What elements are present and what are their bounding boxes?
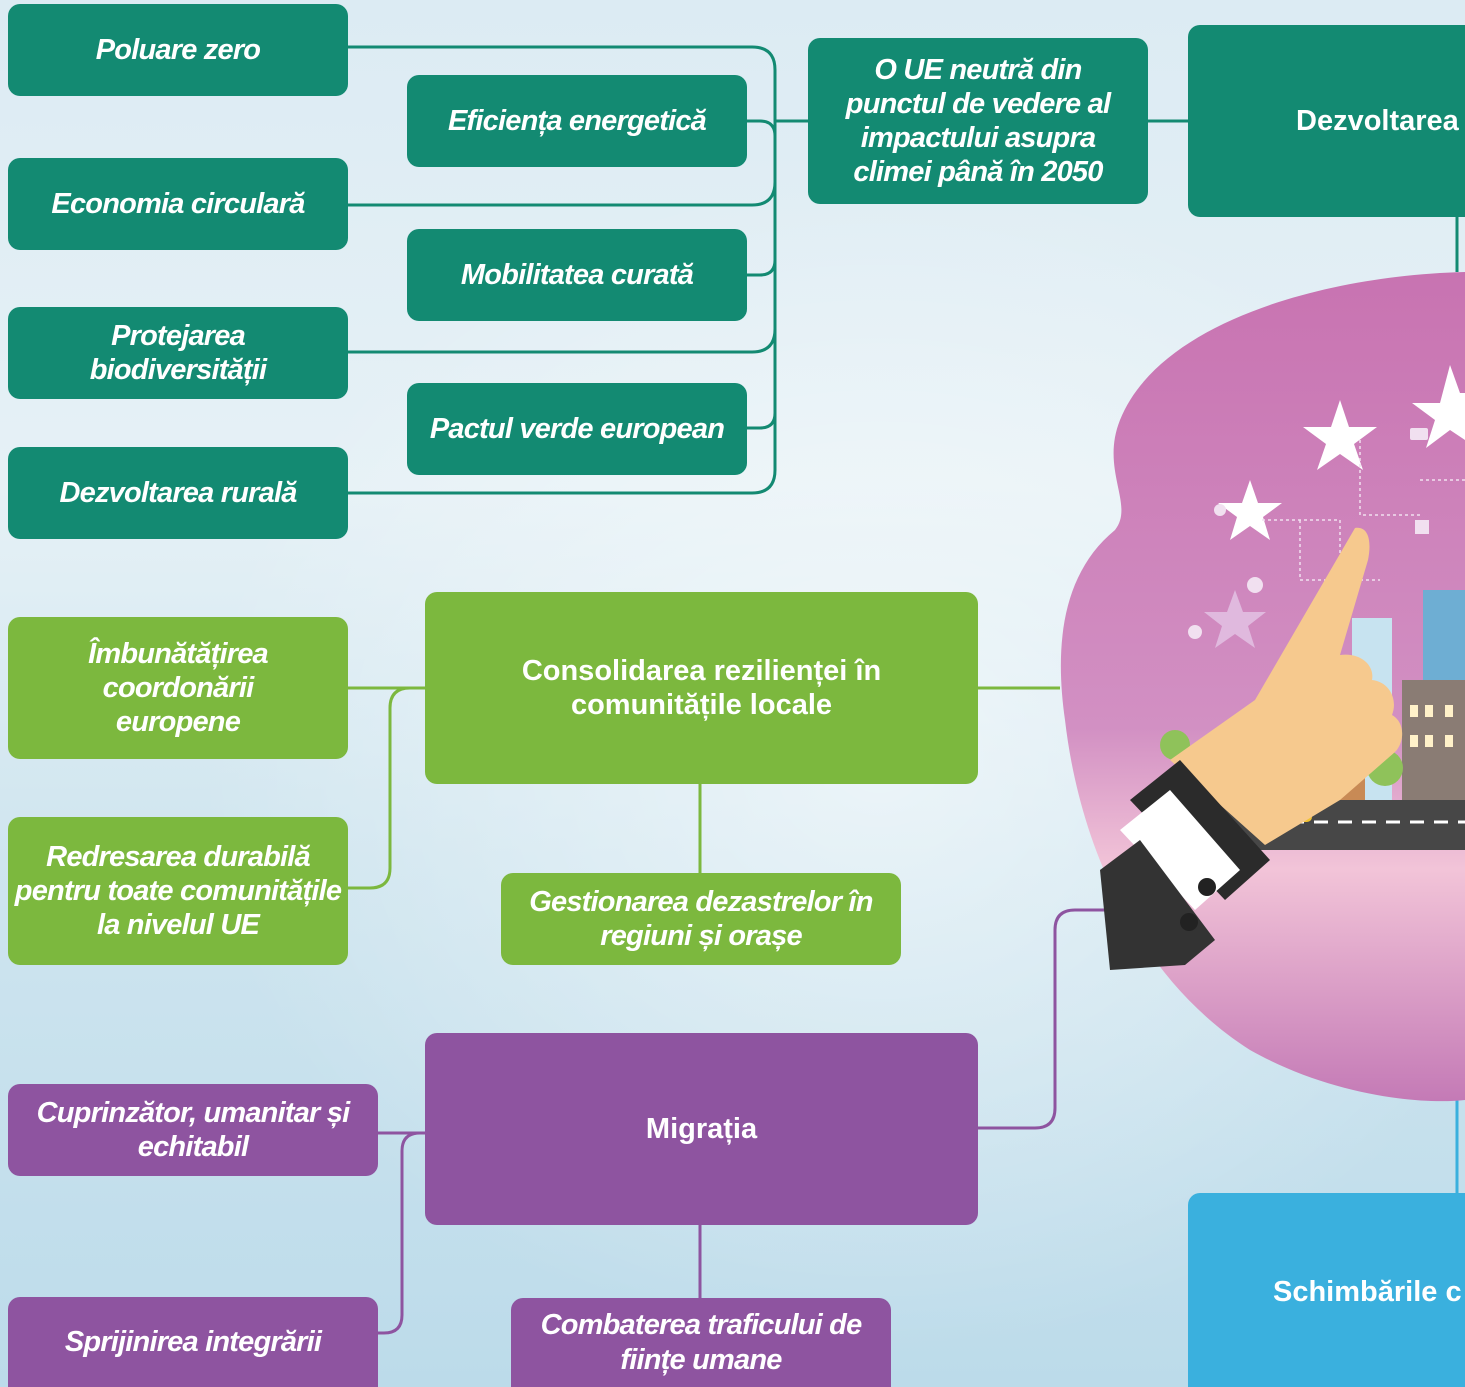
node-schimbarile-climatice: Schimbările c: [1188, 1193, 1465, 1387]
node-combaterea-traficului: Combaterea traficului de ființe umane: [511, 1298, 891, 1387]
node-imbunatatirea-coordonarii: Îmbunătățirea coordonării europene: [8, 617, 348, 759]
node-cuprinzator-umanitar: Cuprinzător, umanitar și echitabil: [8, 1084, 378, 1176]
node-redresarea-durabila: Redresarea durabilă pentru toate comunit…: [8, 817, 348, 965]
node-economia-circulara: Economia circulară: [8, 158, 348, 250]
node-mobilitatea-curata: Mobilitatea curată: [407, 229, 747, 321]
node-dezvoltarea-header: Dezvoltarea: [1188, 25, 1465, 217]
node-dezvoltarea-rurala: Dezvoltarea rurală: [8, 447, 348, 539]
node-poluare-zero: Poluare zero: [8, 4, 348, 96]
node-protejarea-biodiversitatii: Protejarea biodiversității: [8, 307, 348, 399]
node-eficienta-energetica: Eficiența energetică: [407, 75, 747, 167]
node-sprijinirea-integrarii: Sprijinirea integrării: [8, 1297, 378, 1387]
node-pactul-verde-european: Pactul verde european: [407, 383, 747, 475]
node-migratia: Migrația: [425, 1033, 978, 1225]
node-consolidarea-rezilientei: Consolidarea rezilienței în comunitățile…: [425, 592, 978, 784]
node-ue-neutra-2050: O UE neutră din punctul de vedere al imp…: [808, 38, 1148, 204]
smart-city-illustration: [1060, 272, 1465, 1102]
node-gestionarea-dezastrelor: Gestionarea dezastrelor în regiuni și or…: [501, 873, 901, 965]
